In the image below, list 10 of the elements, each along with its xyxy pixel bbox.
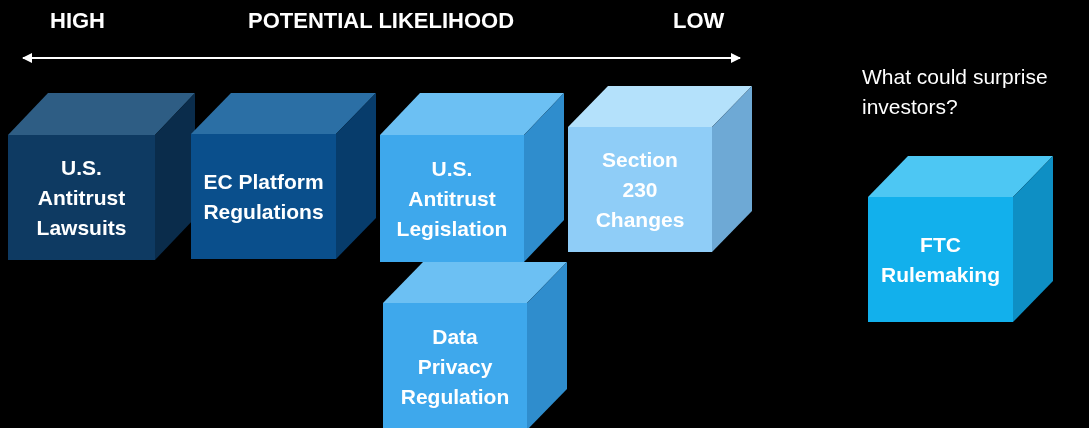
- cube-label: Data Privacy Regulation: [400, 323, 510, 410]
- scale-end-label: HIGH: [50, 8, 105, 34]
- cube-label: EC Platform Regulations: [203, 168, 324, 225]
- cube-label: FTC Rulemaking: [881, 231, 1000, 288]
- scale-end-label: LOW: [673, 8, 725, 34]
- axis-title: POTENTIAL LIKELIHOOD: [248, 8, 515, 34]
- cube-label: Section 230 Changes: [595, 146, 685, 233]
- question-text: What could surprise investors?: [862, 64, 1049, 120]
- cube-label: U.S. Antitrust Legislation: [396, 155, 508, 242]
- cube-label: U.S. Antitrust Lawsuits: [36, 154, 127, 241]
